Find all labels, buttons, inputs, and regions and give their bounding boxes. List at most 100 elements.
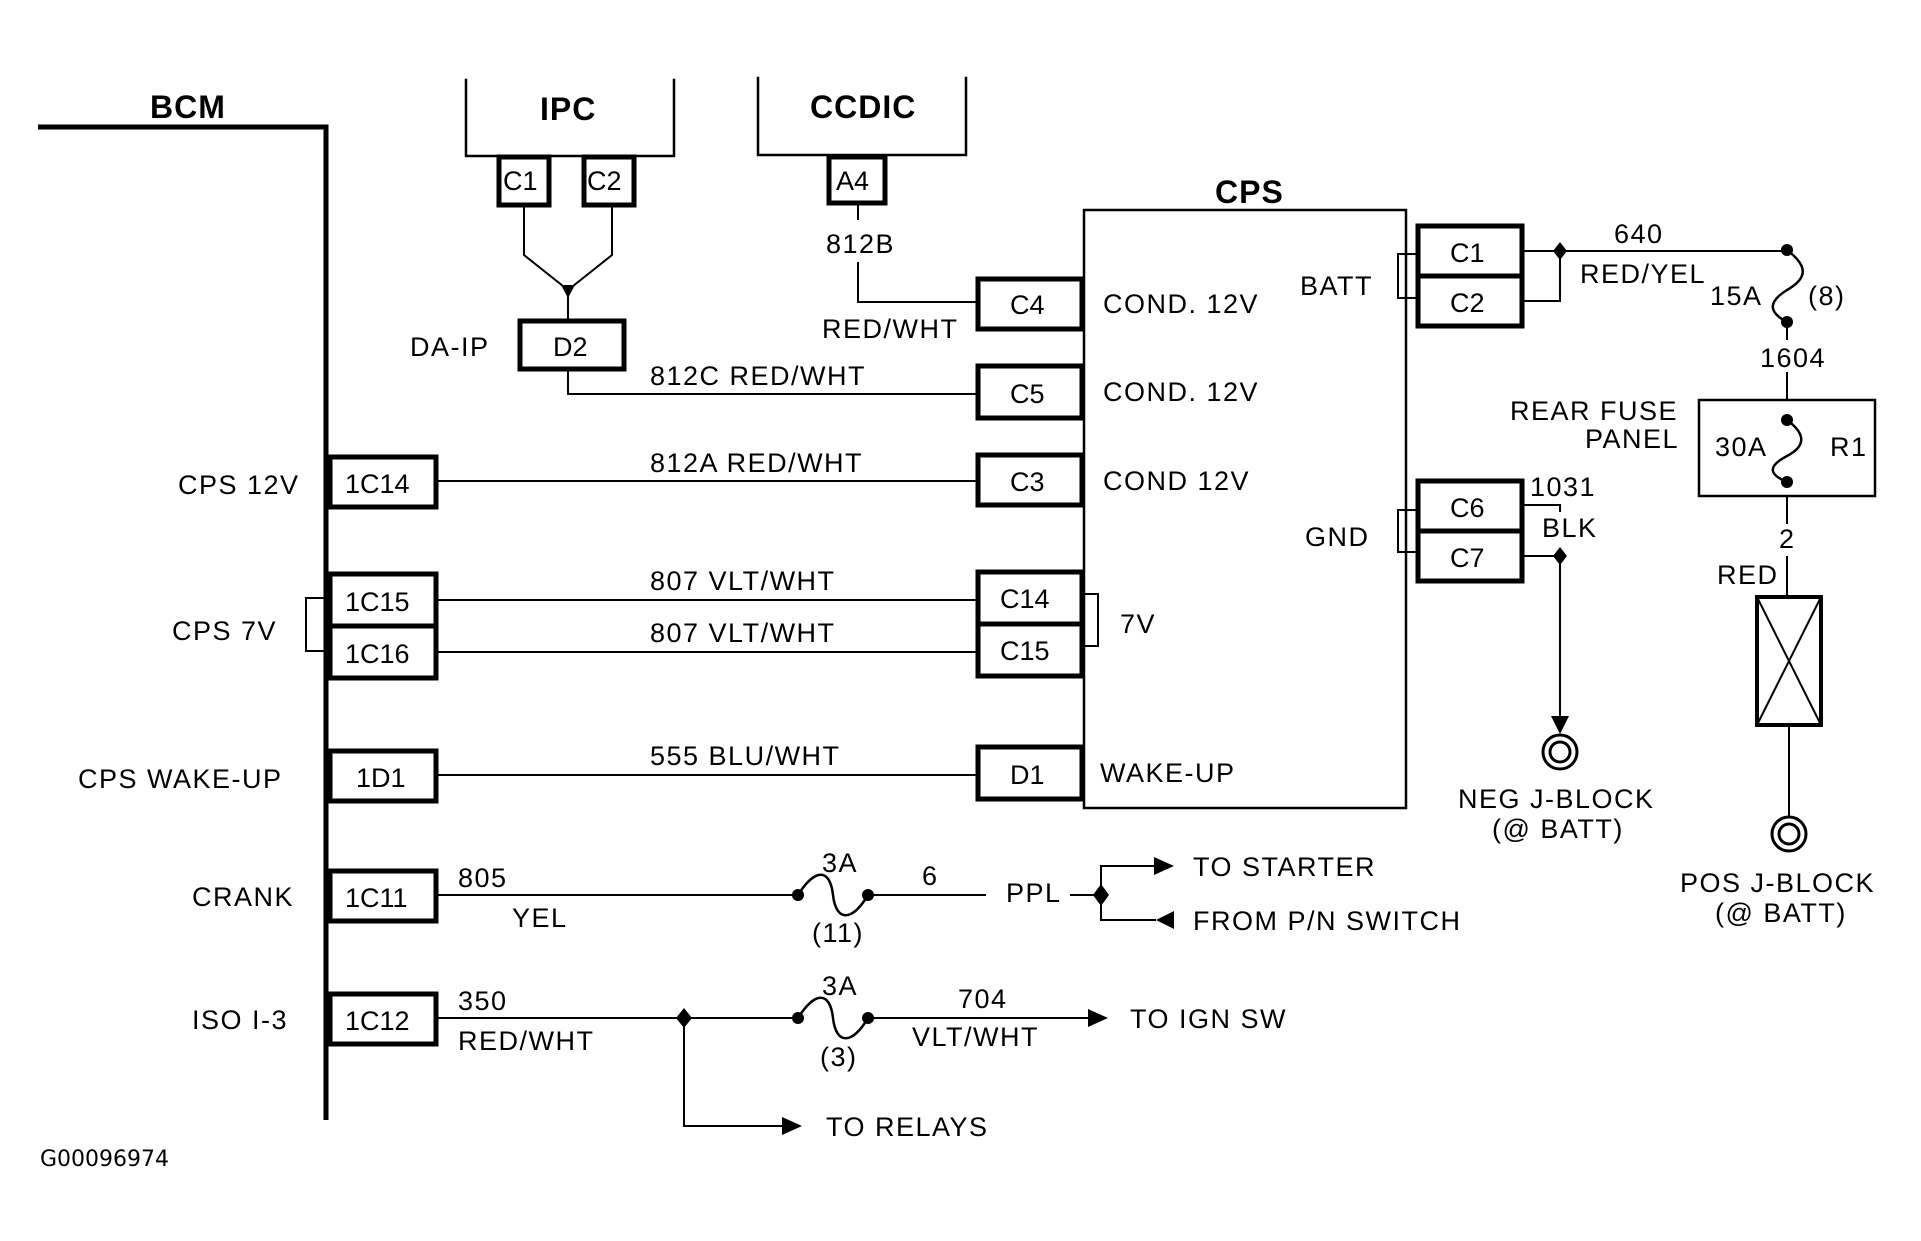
- wire-2-label: 2: [1779, 524, 1796, 554]
- wire-350-label: 350: [458, 986, 508, 1016]
- rear-fuse-panel-label-1: REAR FUSE: [1510, 396, 1678, 426]
- cps-7v-bracket: [1084, 593, 1099, 647]
- fuse-r1-icon: [1771, 418, 1803, 484]
- wire-640-color: RED/YEL: [1580, 259, 1706, 289]
- cps-c3-function: COND 12V: [1103, 466, 1250, 496]
- fuse-11-number: (11): [812, 918, 864, 948]
- bcm-7v-bracket: [305, 597, 326, 652]
- bcm-label: BCM: [150, 89, 226, 125]
- circuit-cps-12v: CPS 12V 1C14 812A RED/WHT: [178, 448, 978, 510]
- from-pn-label: FROM P/N SWITCH: [1193, 906, 1461, 936]
- wire-1031-label: 1031: [1530, 472, 1596, 502]
- cps-pin-c3-label: C3: [1010, 467, 1045, 497]
- wire-812b-label: 812B: [826, 229, 895, 259]
- fuse-8-rating: 15A: [1710, 281, 1763, 311]
- cps-pin-c3: [975, 452, 1085, 508]
- neg-j-block-terminal-inner: [1548, 740, 1572, 764]
- bcm-iso-label: ISO I-3: [192, 1005, 288, 1035]
- pos-j-block-sublabel: (@ BATT): [1715, 898, 1847, 928]
- cps-pin-d1: [975, 744, 1085, 802]
- fuse-11-icon: [796, 873, 870, 917]
- wire-1031-c6: [1522, 504, 1561, 512]
- wire-6-label: 6: [922, 861, 939, 891]
- wire-805-color: YEL: [512, 903, 568, 933]
- arrow-right-icon: [1088, 1009, 1108, 1027]
- wire-812c-label: 812C RED/WHT: [650, 361, 866, 391]
- batt-bracket: [1397, 253, 1418, 299]
- wire-2-color: RED: [1717, 560, 1779, 590]
- fuse-8-number: (8): [1808, 281, 1846, 311]
- wire-1031-color: BLK: [1542, 513, 1598, 543]
- cps-7v-label: 7V: [1120, 609, 1156, 639]
- neg-j-block-sublabel: (@ BATT): [1492, 814, 1624, 844]
- ccdic-pin-a4-label: A4: [836, 166, 869, 196]
- cps-pin-c5-label: C5: [1010, 379, 1045, 409]
- cps-batt-pin-c2: [1415, 273, 1525, 329]
- bcm-pin-1d1-label: 1D1: [356, 763, 406, 793]
- circuit-crank: CRANK 1C11 805 YEL 3A (11) 6 PPL TO STAR…: [192, 848, 1461, 948]
- cps-pin-c15-label: C15: [1000, 636, 1050, 666]
- ipc-pin-c1-label: C1: [503, 166, 538, 196]
- da-ip-pin-d2-label: D2: [553, 332, 588, 362]
- bcm-cps-12v-label: CPS 12V: [178, 470, 300, 500]
- ipc-splice-wires: [523, 205, 613, 292]
- cps-batt-pin-c1-label: C1: [1450, 238, 1485, 268]
- cps-module: CPS C4 COND. 12V RED/WHT C5 COND. 12V 81…: [567, 174, 1525, 810]
- cps-c4-function: COND. 12V: [1103, 289, 1259, 319]
- bcm-cps-7v-label: CPS 7V: [172, 616, 277, 646]
- cps-label: CPS: [1215, 174, 1284, 210]
- bcm-crank-label: CRANK: [192, 882, 294, 912]
- wire-704-label: 704: [958, 984, 1008, 1014]
- arrow-right-icon: [782, 1117, 802, 1135]
- batt-jumper: [1522, 250, 1561, 302]
- wire-704-color: VLT/WHT: [912, 1022, 1039, 1052]
- wire-6-color: PPL: [1006, 878, 1062, 908]
- fuse-11-rating: 3A: [822, 848, 858, 878]
- pos-j-block-terminal-inner: [1777, 822, 1801, 846]
- batt-label: BATT: [1300, 271, 1373, 301]
- wire-812a-label: 812A RED/WHT: [650, 448, 863, 478]
- fusible-link-cross: [1756, 596, 1822, 726]
- ipc-module: IPC C1 C2: [464, 78, 676, 320]
- cps-pin-c4-label: C4: [1010, 290, 1045, 320]
- pos-j-block-label: POS J-BLOCK: [1680, 868, 1875, 898]
- wire-812b-color: RED/WHT: [822, 314, 958, 344]
- from-pn-wire: [1100, 895, 1156, 921]
- wire-807-b-label: 807 VLT/WHT: [650, 618, 836, 648]
- wire-1604-label: 1604: [1760, 343, 1826, 373]
- neg-j-block-label: NEG J-BLOCK: [1458, 784, 1655, 814]
- fuse-8-icon: [1771, 248, 1804, 324]
- cps-pin-c15: [975, 621, 1085, 679]
- fuse-3-icon: [796, 996, 870, 1040]
- bcm-outline: [38, 124, 329, 1120]
- to-ign-sw-label: TO IGN SW: [1130, 1004, 1287, 1034]
- da-ip-label: DA-IP: [410, 332, 490, 362]
- rear-fuse-panel-label-2: PANEL: [1585, 424, 1679, 454]
- bcm-pin-1c15-label: 1C15: [345, 587, 410, 617]
- ccdic-pin-a4: [826, 154, 888, 206]
- cps-gnd-pin-c7-label: C7: [1450, 543, 1485, 573]
- ipc-label: IPC: [540, 91, 596, 127]
- fuse-3-number: (3): [820, 1042, 858, 1072]
- bcm-pin-1c15: [327, 571, 439, 629]
- ccdic-module: CCDIC A4 812B: [756, 76, 978, 303]
- ipc-pin-c2-label: C2: [587, 166, 622, 196]
- cps-pin-c5: [975, 363, 1085, 421]
- bcm-pin-1c11-label: 1C11: [345, 883, 408, 913]
- cps-d1-function: WAKE-UP: [1100, 758, 1236, 788]
- cps-batt-pin-c2-label: C2: [1450, 288, 1485, 318]
- to-relays-wire: [683, 1018, 784, 1127]
- fuse-r1-terminal-b: [1781, 476, 1793, 488]
- fuse-r1-id: R1: [1830, 432, 1868, 462]
- bcm-pin-1c12-label: 1C12: [345, 1006, 410, 1036]
- arrow-right-icon: [1154, 857, 1174, 875]
- bcm-module: BCM: [38, 89, 329, 1120]
- cps-c5-function: COND. 12V: [1103, 377, 1259, 407]
- ipc-outline: [464, 78, 676, 158]
- circuit-cps-wake-up: CPS WAKE-UP 1D1 555 BLU/WHT: [78, 741, 978, 804]
- to-starter-wire: [1100, 865, 1156, 895]
- cps-outline: [1082, 208, 1408, 810]
- cps-pin-c14-label: C14: [1000, 584, 1050, 614]
- wire-812c: [567, 369, 978, 395]
